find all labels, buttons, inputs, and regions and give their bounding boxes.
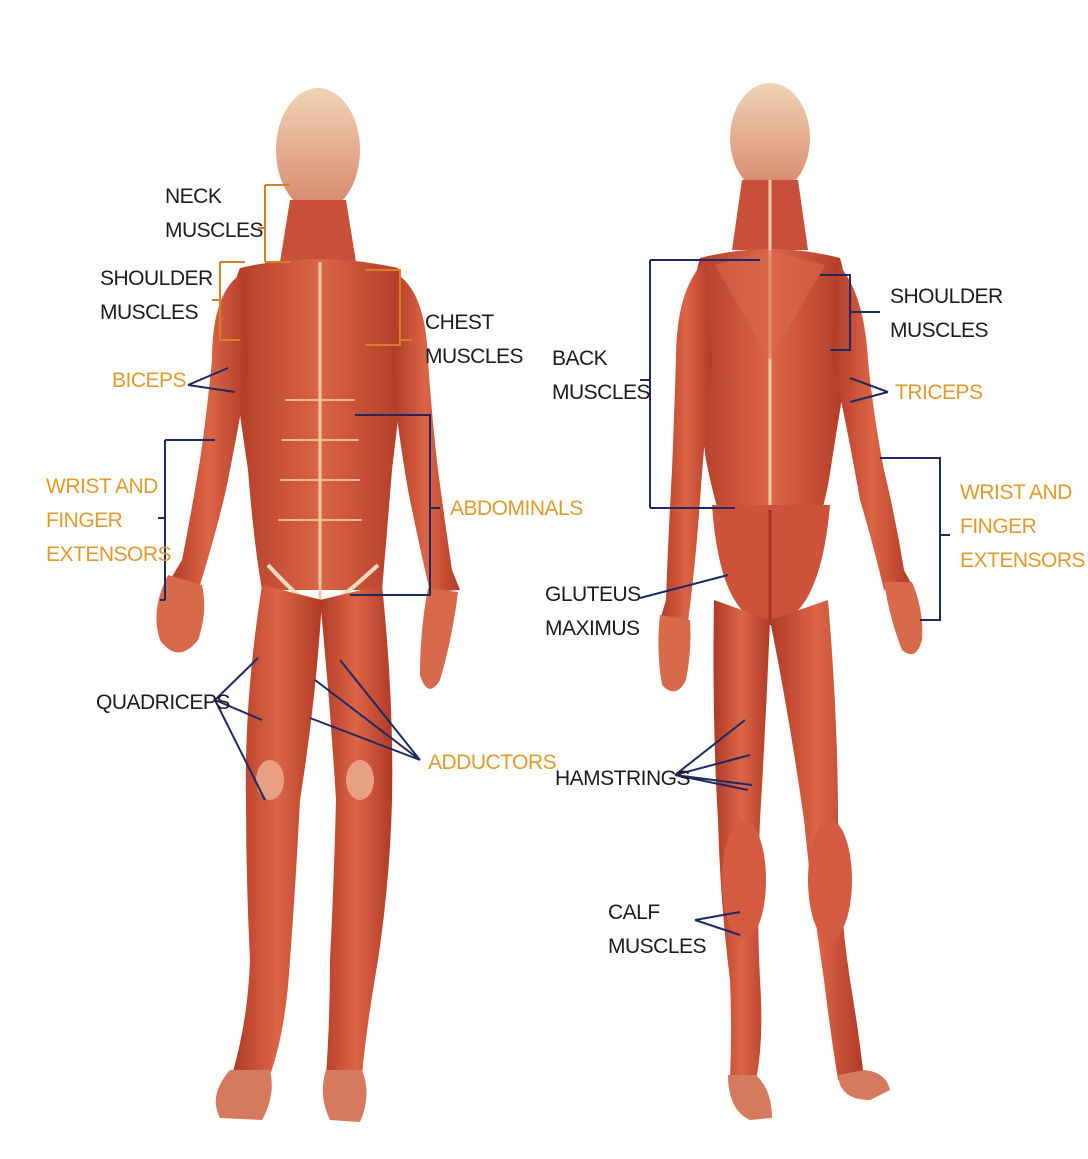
label-line: NECK xyxy=(165,180,263,214)
label-line: MUSCLES xyxy=(552,376,650,410)
label-wrist-finger-extensors-back: WRIST AND FINGER EXTENSORS xyxy=(960,476,1085,578)
back-right-calf xyxy=(808,820,852,940)
label-line: HAMSTRINGS xyxy=(555,762,690,796)
label-line: TRICEPS xyxy=(895,376,983,410)
label-shoulder-muscles-back: SHOULDER MUSCLES xyxy=(890,280,1003,348)
back-right-foot xyxy=(838,1070,890,1100)
label-back-muscles: BACK MUSCLES xyxy=(552,342,650,410)
label-line: MAXIMUS xyxy=(545,612,641,646)
label-adductors: ADDUCTORS xyxy=(428,746,556,780)
posterior-muscle-figure xyxy=(658,83,922,1120)
label-calf-muscles: CALF MUSCLES xyxy=(608,896,706,964)
label-line: FINGER xyxy=(46,504,171,538)
front-left-leg xyxy=(232,585,322,1075)
label-quadriceps: QUADRICEPS xyxy=(96,686,230,720)
label-line: EXTENSORS xyxy=(960,544,1085,578)
label-wrist-finger-extensors-front: WRIST AND FINGER EXTENSORS xyxy=(46,470,171,572)
label-line: MUSCLES xyxy=(165,214,263,248)
front-right-foot xyxy=(323,1070,367,1122)
label-shoulder-muscles-front: SHOULDER MUSCLES xyxy=(100,262,213,330)
label-gluteus-maximus: GLUTEUS MAXIMUS xyxy=(545,578,641,646)
label-line: MUSCLES xyxy=(425,340,523,374)
label-line: BACK xyxy=(552,342,650,376)
label-triceps: TRICEPS xyxy=(895,376,983,410)
back-left-arm xyxy=(660,262,712,622)
label-abdominals: ABDOMINALS xyxy=(450,492,583,526)
label-line: SHOULDER xyxy=(890,280,1003,314)
back-left-hand xyxy=(658,615,690,691)
front-right-knee xyxy=(346,760,374,800)
front-neck xyxy=(280,200,356,262)
label-line: FINGER xyxy=(960,510,1085,544)
front-left-knee xyxy=(256,760,284,800)
label-biceps: BICEPS xyxy=(112,364,186,398)
front-head xyxy=(276,88,360,212)
back-left-foot xyxy=(728,1075,772,1120)
label-line: MUSCLES xyxy=(608,930,706,964)
label-line: MUSCLES xyxy=(890,314,1003,348)
label-line: QUADRICEPS xyxy=(96,686,230,720)
label-line: SHOULDER xyxy=(100,262,213,296)
label-line: WRIST AND xyxy=(960,476,1085,510)
label-line: ABDOMINALS xyxy=(450,492,583,526)
label-line: WRIST AND xyxy=(46,470,171,504)
front-left-foot xyxy=(216,1070,272,1120)
label-neck-muscles: NECK MUSCLES xyxy=(165,180,263,248)
label-line: CALF xyxy=(608,896,706,930)
back-right-hand xyxy=(884,582,922,654)
label-line: ADDUCTORS xyxy=(428,746,556,780)
front-right-leg xyxy=(320,585,392,1075)
label-line: EXTENSORS xyxy=(46,538,171,572)
label-line: GLUTEUS xyxy=(545,578,641,612)
back-head xyxy=(730,83,810,193)
label-line: MUSCLES xyxy=(100,296,213,330)
front-left-hand xyxy=(156,575,204,653)
front-right-hand xyxy=(420,588,458,689)
label-hamstrings: HAMSTRINGS xyxy=(555,762,690,796)
label-line: CHEST xyxy=(425,306,523,340)
label-chest-muscles: CHEST MUSCLES xyxy=(425,306,523,374)
label-line: BICEPS xyxy=(112,364,186,398)
back-left-calf xyxy=(722,820,766,940)
